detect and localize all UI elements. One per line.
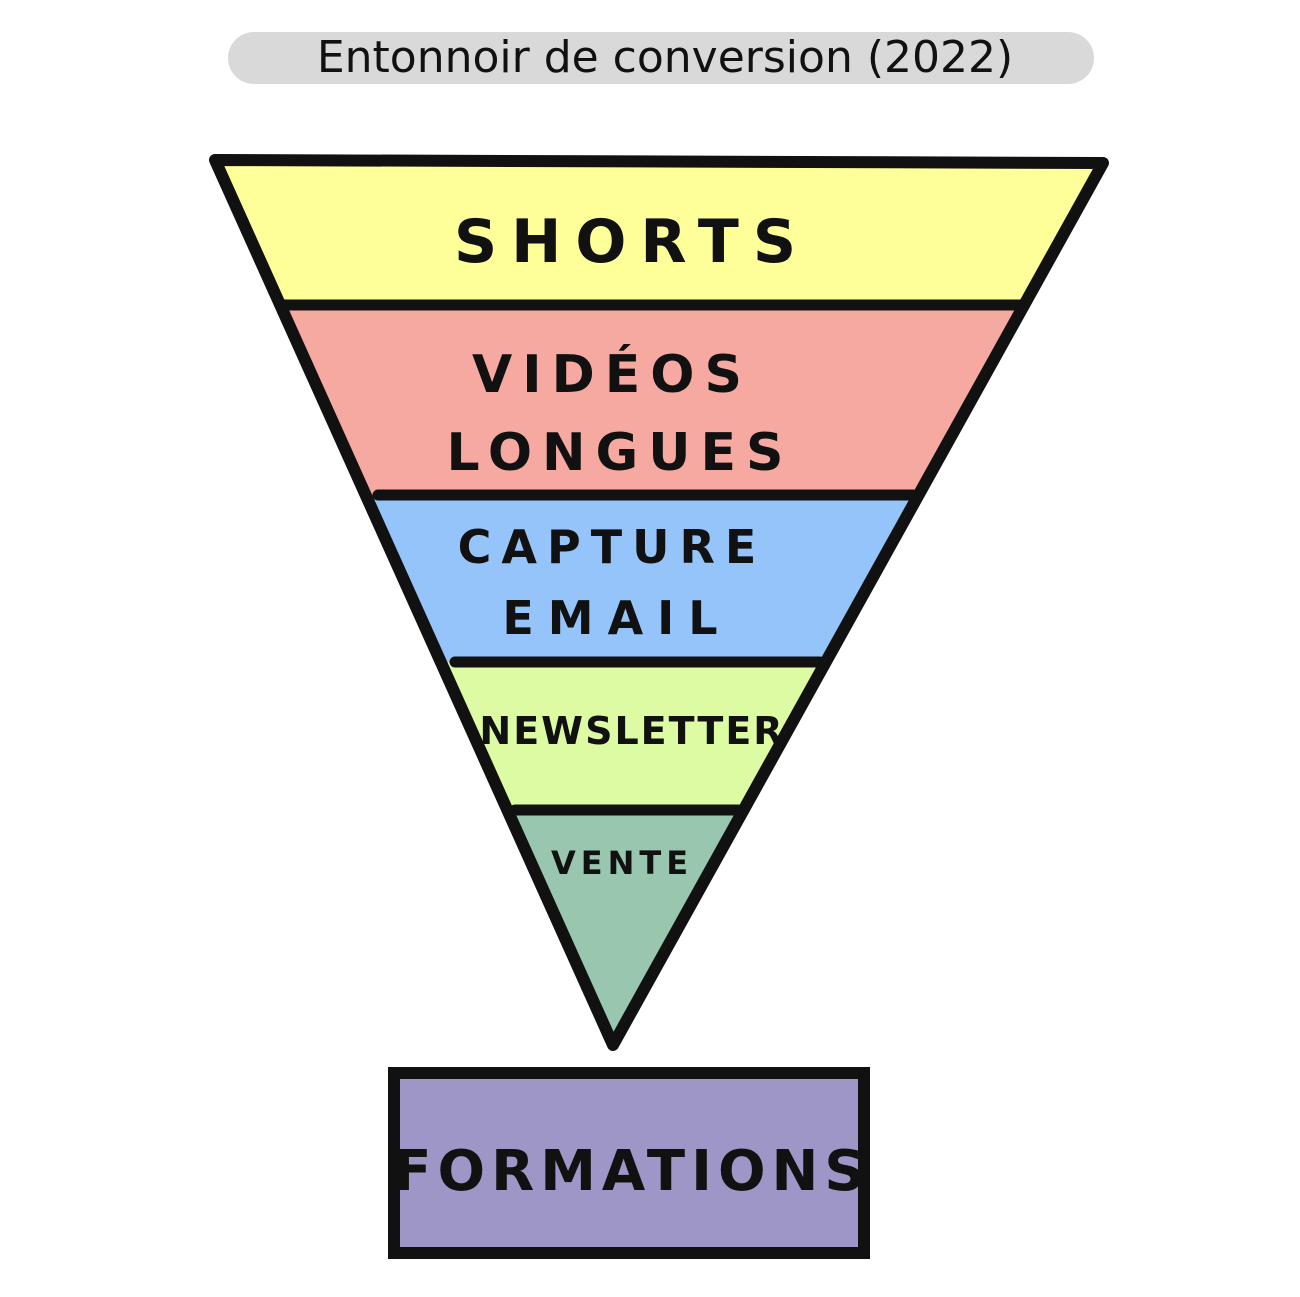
title-highlight xyxy=(228,32,1094,84)
stage-label: VIDÉOS xyxy=(472,344,752,405)
diagram-title: Entonnoir de conversion (2022) xyxy=(317,32,1013,83)
stage-label: EMAIL xyxy=(502,591,731,645)
stage-label: CAPTURE xyxy=(458,520,767,574)
stage-shorts xyxy=(215,160,1103,305)
stage-label: SHORTS xyxy=(454,207,810,277)
stage-dividers xyxy=(274,299,1029,816)
stage-label: LONGUES xyxy=(447,423,794,483)
stage-label: NEWSLETTER xyxy=(479,709,784,753)
stage-label: VENTE xyxy=(551,844,693,882)
formations-label: FORMATIONS xyxy=(393,1139,871,1204)
formations-box xyxy=(388,1067,870,1259)
funnel-outline xyxy=(209,154,1109,1051)
